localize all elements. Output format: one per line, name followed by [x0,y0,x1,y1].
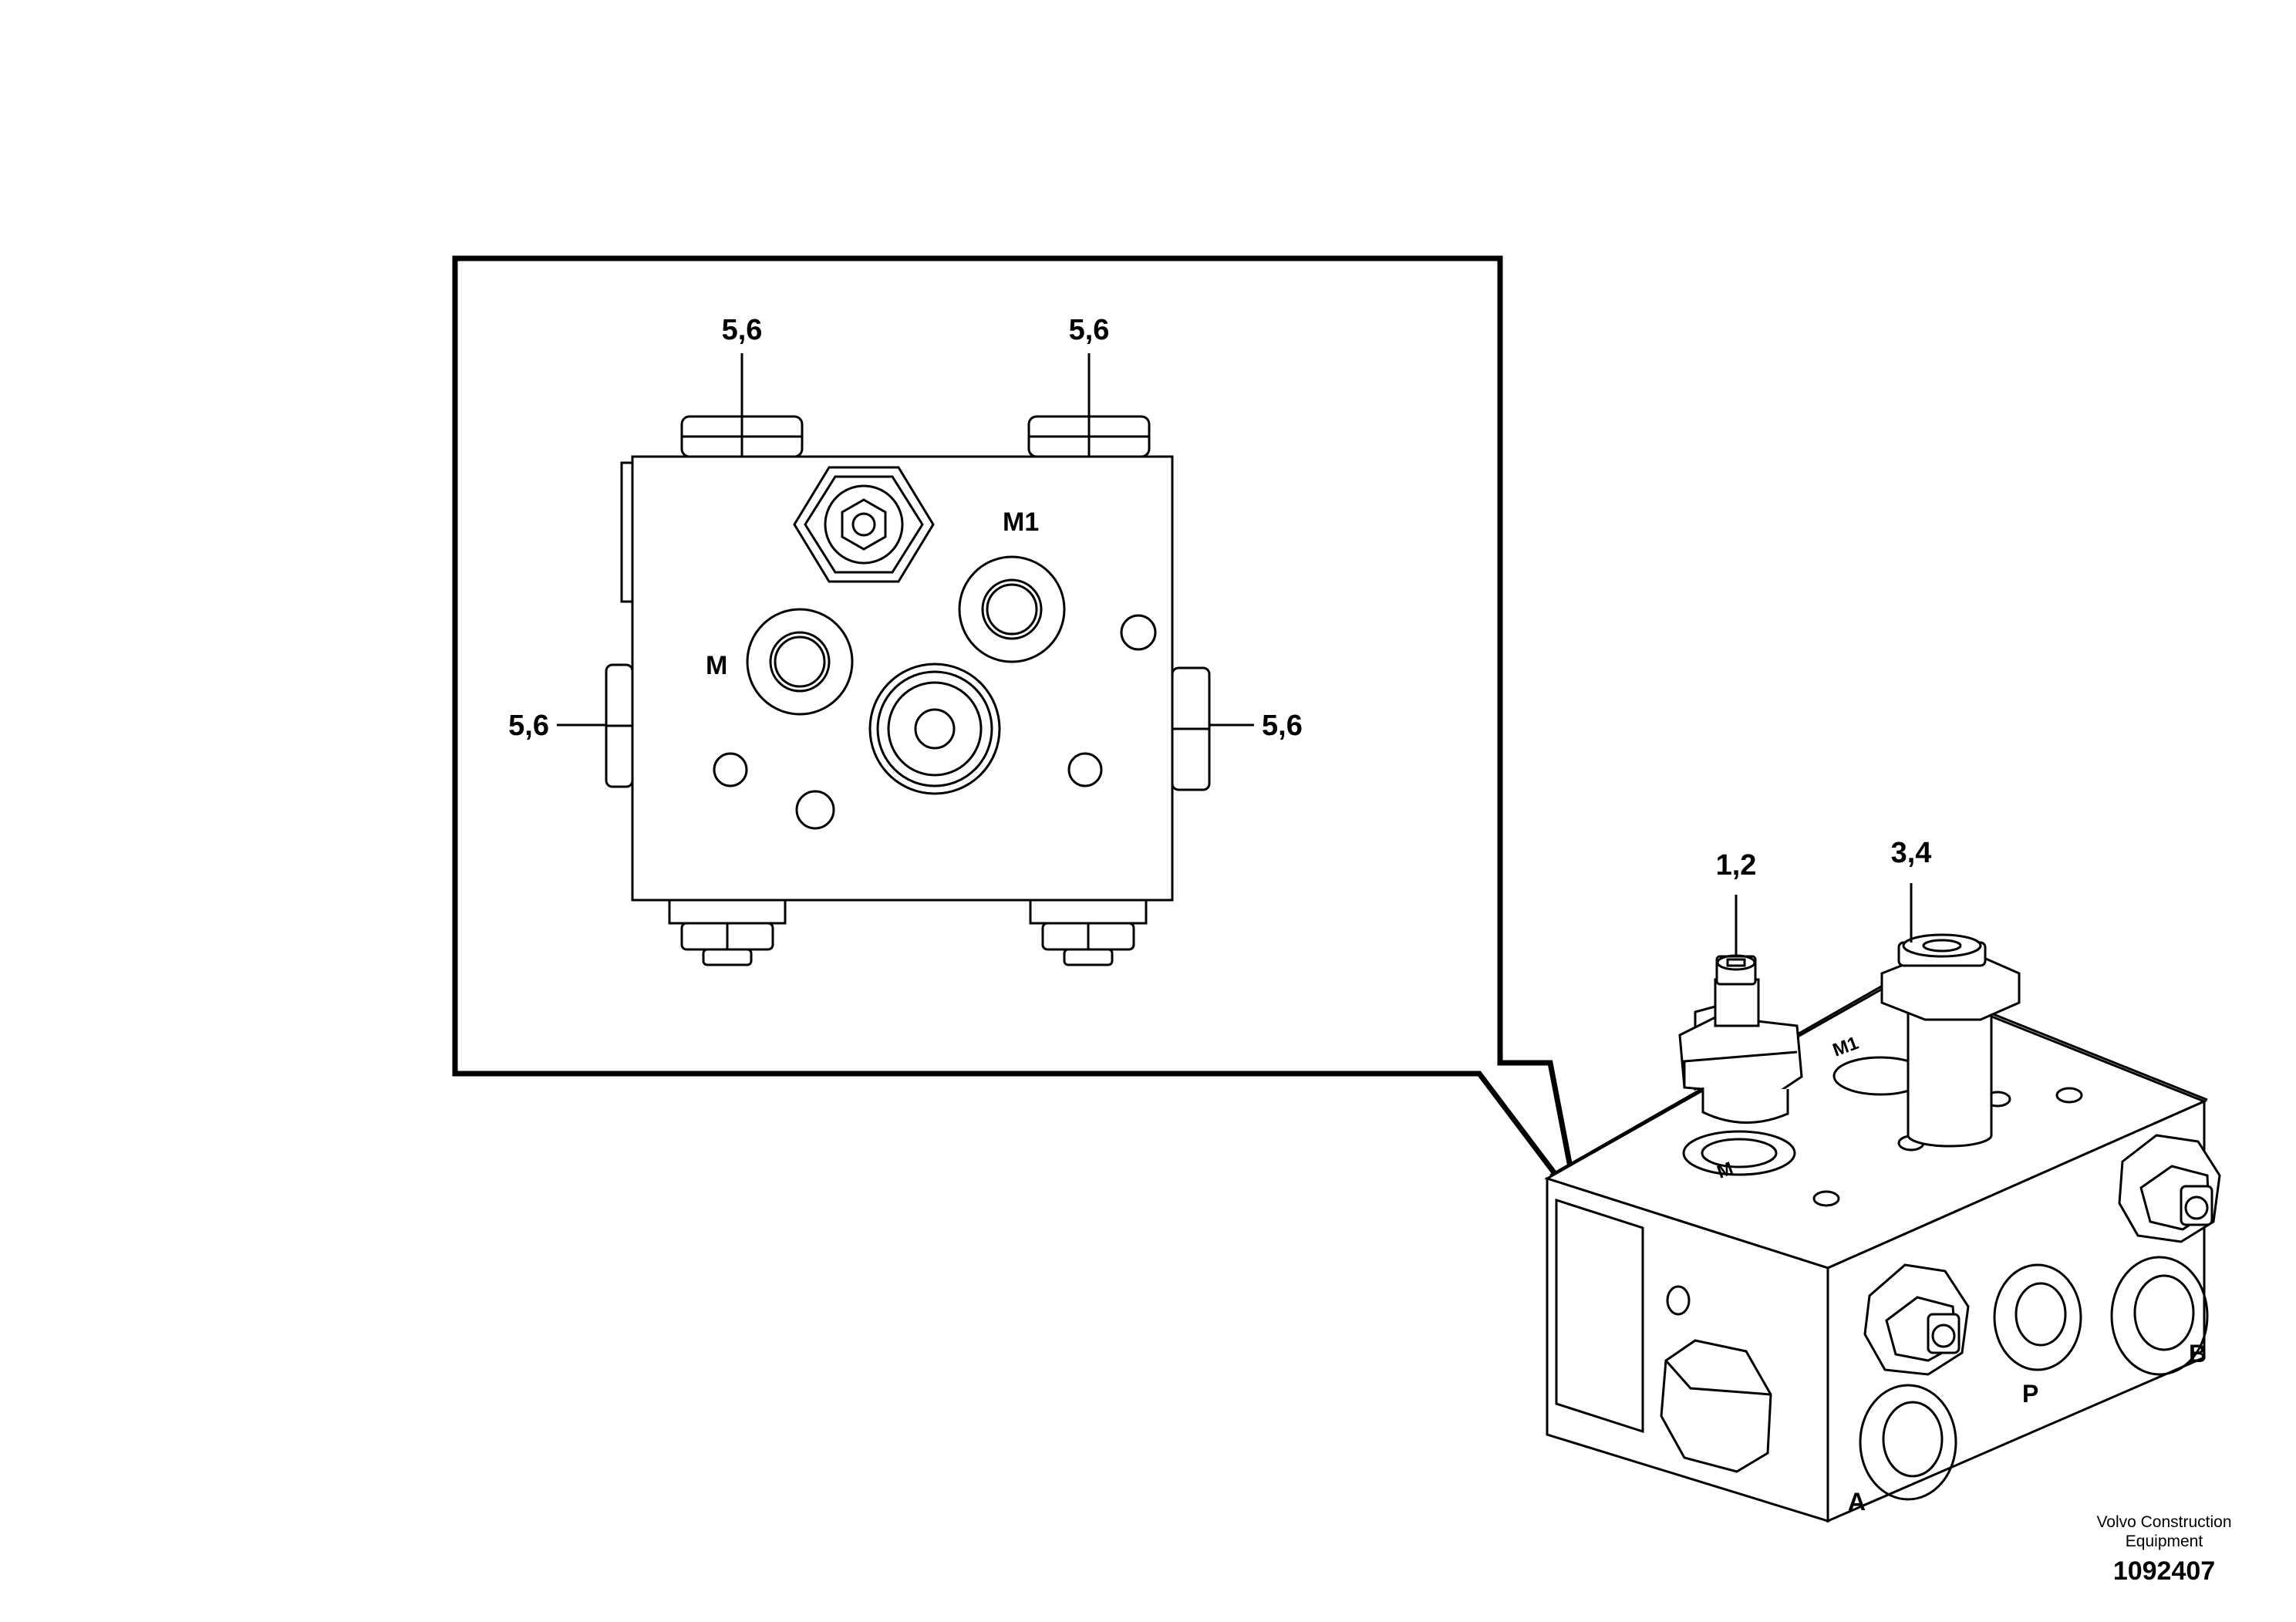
hole [1666,1285,1691,1316]
port-label-m: M [706,651,727,680]
m-port [746,608,854,716]
callout-5-6-top-left: 5,6 [722,314,763,346]
isometric-view: 1,2 3,4 M M1 A P B [1544,837,2221,1523]
side-plate [620,461,634,603]
fitting-3-4 [1880,933,2021,1148]
company-name-line2: Equipment [2126,1533,2203,1550]
nameplate [1555,1198,1644,1434]
a-port [1859,1384,1957,1501]
callout-1-2: 1,2 [1716,849,1757,882]
left-side-bolt [605,663,634,788]
hole [1812,1190,1840,1207]
bottom-left-bolt [668,899,787,966]
callout-3-4: 3,4 [1891,837,1932,869]
top-right-bolt [1027,415,1151,458]
right-side-bolt [1171,666,1211,791]
bottom-right-bolt [1029,899,1148,966]
drawing-number: 1092407 [2113,1556,2215,1586]
m-port-iso [1682,1130,1796,1176]
cartridge-valve-center [868,663,1001,795]
mounting-hole [713,752,748,787]
m1-port [958,555,1066,663]
detail-frame [452,255,1580,1206]
port-label-m1: M1 [1003,508,1039,537]
top-left-bolt [680,415,804,458]
port-label-p: P [2022,1380,2038,1408]
footer: Volvo Construction Equipment 1092407 [2096,1513,2231,1586]
hole [2055,1087,2083,1104]
callout-5-6-left: 5,6 [508,710,549,742]
callout-5-6-right: 5,6 [1262,710,1303,742]
hole [795,790,835,830]
callout-5-6-top-right: 5,6 [1069,314,1110,346]
right-face-fitting-upper [2118,1134,2221,1243]
p-port [1993,1263,2082,1371]
company-name-line1: Volvo Construction [2096,1513,2231,1531]
right-face-fitting-lower [1863,1263,1970,1376]
b-port [2110,1256,2209,1376]
fitting-1-2 [1678,954,1803,1124]
port-label-b: B [2189,1340,2207,1367]
hole [1120,614,1157,651]
detail-view: M1 M 5,6 5,6 5,6 5,6 [452,255,1580,1206]
hex-plug [1660,1339,1772,1473]
port-label-a: A [1848,1488,1866,1516]
cartridge-valve-top [793,466,935,583]
mounting-hole [1067,752,1103,787]
